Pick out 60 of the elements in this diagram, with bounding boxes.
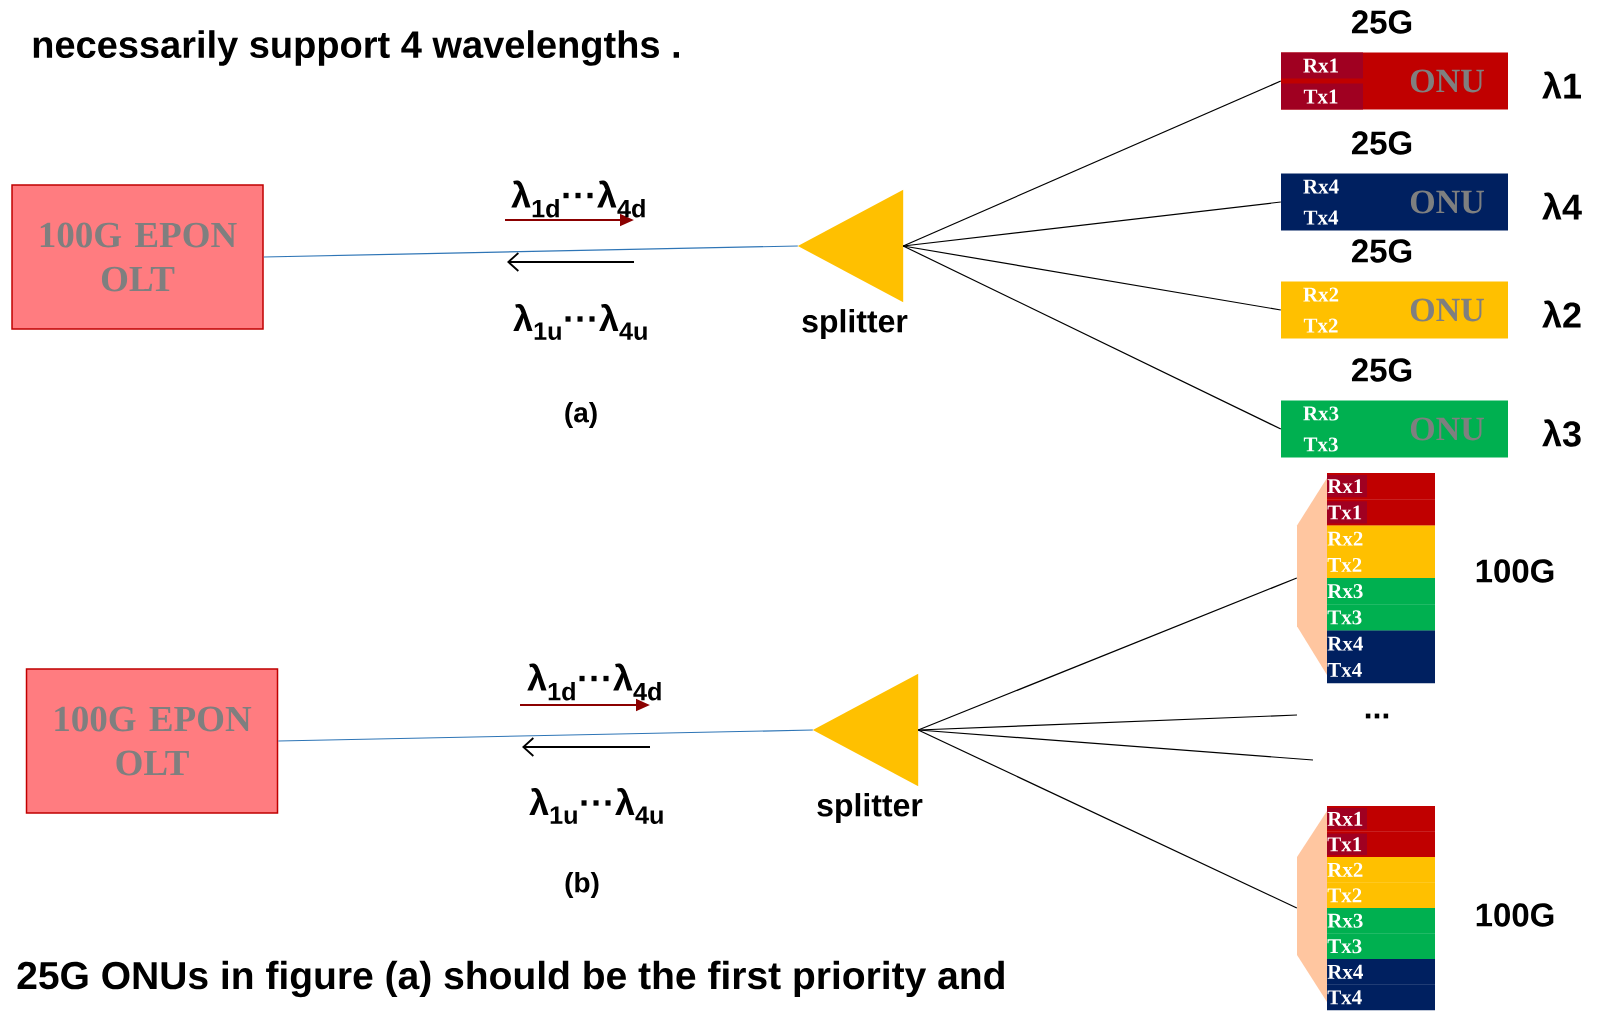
onu-label: ONU [1410,190,1484,214]
tx-label: Tx3 [1303,437,1338,452]
fiber-line [277,729,814,742]
splitter-label: splitter [817,793,923,823]
rx-label: Rx3 [1327,584,1363,599]
rx-label: Rx2 [1327,531,1363,546]
tx-label: Tx4 [1327,662,1362,677]
onu-label: ONU [1410,298,1484,322]
speed-label: 100G [1476,903,1554,927]
text-label: λ$_{1d}$···λ$_{4d}$ [511,180,645,218]
speed-label: 25G [1351,131,1412,155]
tx-label: Tx1 [1303,89,1338,104]
onu-label: ONU [1410,69,1484,93]
tx-label: Tx4 [1327,990,1362,1005]
speed-label: 100G [1476,559,1554,583]
tx-label: Tx3 [1327,610,1362,625]
text-label: necessarily support 4 wavelengths . [33,30,679,66]
olt-box: 100G EPON OLT [25,668,279,814]
tx-label: Tx1 [1327,837,1362,852]
wavelength-label: λ3 [1542,419,1581,447]
tx-label: Tx4 [1303,210,1339,225]
rx-label: Rx4 [1327,964,1363,979]
text-label: λ$_{1d}$···λ$_{4d}$ [527,663,661,701]
fiber-line [902,80,1282,247]
text-label: λ$_{1u}$···λ$_{4u}$ [513,304,647,340]
rx-label: Rx4 [1327,636,1363,651]
text-label: (a) [565,401,597,429]
rx-label: Rx3 [1327,913,1363,928]
fiber-line [902,201,1282,247]
speed-label: 25G [1351,10,1412,34]
rx-label: Rx1 [1327,479,1363,494]
tx-label: Tx2 [1327,557,1362,572]
rx-label: Rx2 [1303,287,1339,302]
wavelength-label: λ4 [1542,192,1582,220]
text-label: (b) [565,871,599,899]
speed-label: 25G [1351,358,1412,382]
fiber-line [917,729,1314,761]
rx-label: Rx2 [1327,862,1363,877]
tx-label: Tx2 [1327,888,1362,903]
tx-label: Tx3 [1327,939,1362,954]
tx-label: Tx2 [1303,318,1338,333]
text-label: λ$_{1u}$···λ$_{4u}$ [529,788,663,824]
text-label: ... [1365,713,1389,719]
fiber-line [263,245,799,258]
tx-label: Tx1 [1327,505,1362,520]
fiber-line [917,577,1298,731]
olt-box: 100G EPON OLT [11,184,264,330]
rx-label: Rx1 [1327,811,1363,826]
wavelength-label: λ1 [1542,71,1581,99]
rx-label: Rx3 [1303,406,1339,421]
fiber-line [902,245,1282,430]
splitter-label: splitter [802,309,908,339]
fiber-line [917,729,1298,909]
speed-label: 25G [1351,239,1412,263]
fiber-line [917,714,1298,731]
rx-label: Rx1 [1303,58,1338,73]
text-label: 25G ONUs in figure (a) should be the first priority and [17,960,1004,998]
wavelength-label: λ2 [1542,300,1581,328]
onu-label: ONU [1410,417,1484,441]
rx-label: Rx4 [1303,179,1339,194]
